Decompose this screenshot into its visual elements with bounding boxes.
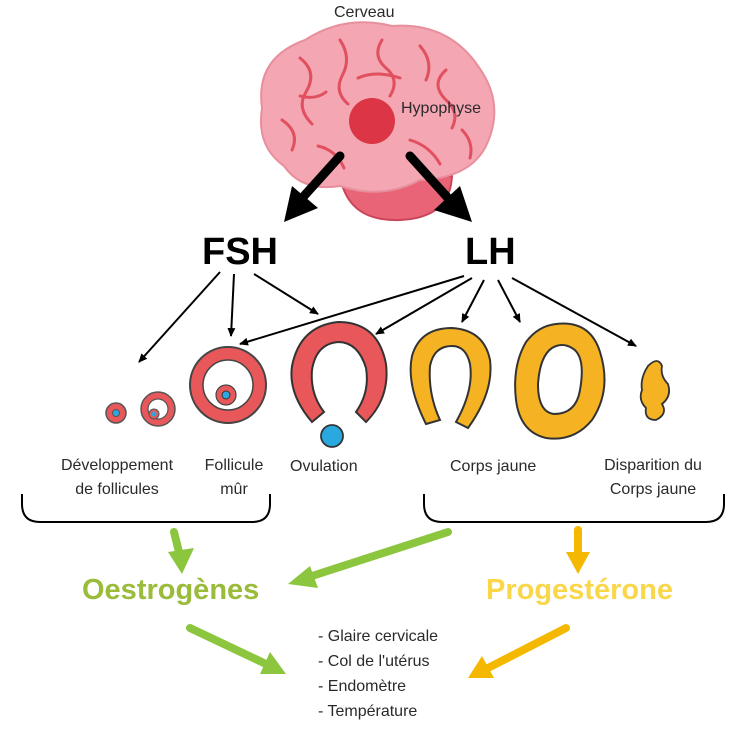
fsh-arrow-mature xyxy=(227,273,236,337)
fsh-label: FSH xyxy=(202,231,278,273)
stage-development-line1: Développement xyxy=(60,457,174,474)
follicle-ovulation xyxy=(290,320,388,448)
brain-folds xyxy=(280,38,473,170)
stage-development-line2: de follicules xyxy=(75,481,159,498)
pituitary-label: Hypophyse xyxy=(401,100,482,117)
lh-arrow-corpus-1 xyxy=(461,279,485,323)
stage-development-label: Développement de follicules xyxy=(40,454,194,502)
effect-item: - Endomètre xyxy=(318,678,407,695)
corpus-luteum-1 xyxy=(409,326,492,430)
stage-disappearance-line1: Disparition du xyxy=(604,457,702,474)
lh-arrow-mature xyxy=(239,275,465,346)
brain-to-fsh-arrow xyxy=(284,151,345,222)
lh-arrow-corpus-2 xyxy=(497,279,521,323)
corpus-luteum-remnant xyxy=(639,360,671,421)
fsh-arrow-ovulation xyxy=(253,273,319,315)
progesterone-label: Progestérone xyxy=(486,574,673,606)
follicle-small-1 xyxy=(105,402,127,424)
estrogens-label: Oestrogènes xyxy=(82,574,260,606)
follicle-small-2 xyxy=(140,391,176,427)
follicle-mature xyxy=(189,346,267,424)
fsh-arrows xyxy=(138,271,319,363)
progesterone-arrows xyxy=(468,526,590,678)
bracket-lh-stages xyxy=(423,494,725,523)
pituitary-gland xyxy=(349,98,395,144)
stage-mature-line1: Follicule xyxy=(204,457,264,474)
effects-list: - Glaire cervicale - Col de l'utérus - E… xyxy=(318,624,438,724)
brain-to-lh-arrow xyxy=(405,151,472,222)
fsh-arrow-development xyxy=(138,271,221,363)
estrogen-arrows xyxy=(168,528,452,674)
lh-label: LH xyxy=(465,231,516,273)
effect-item: - Température xyxy=(318,703,418,720)
stage-disappearance-line2: Corps jaune xyxy=(609,481,697,498)
lh-arrow-ovulation xyxy=(375,277,473,335)
brain-label: Cerveau xyxy=(334,4,395,21)
effect-item: - Col de l'utérus xyxy=(318,653,430,670)
bracket-fsh-stages xyxy=(21,494,271,523)
stage-mature-label: Follicule mûr xyxy=(194,454,274,502)
stage-disappearance-label: Disparition du Corps jaune xyxy=(588,454,718,502)
lh-arrow-disappearance xyxy=(511,277,637,347)
stage-mature-line2: mûr xyxy=(220,481,248,498)
brain-illustration xyxy=(260,21,496,222)
stage-ovulation-label: Ovulation xyxy=(290,458,358,475)
stage-corpus-luteum-label: Corps jaune xyxy=(450,458,537,475)
lh-arrows xyxy=(239,275,637,347)
ovulated-egg xyxy=(320,424,344,448)
effect-item: - Glaire cervicale xyxy=(318,628,439,645)
corpus-luteum-2 xyxy=(514,322,606,440)
